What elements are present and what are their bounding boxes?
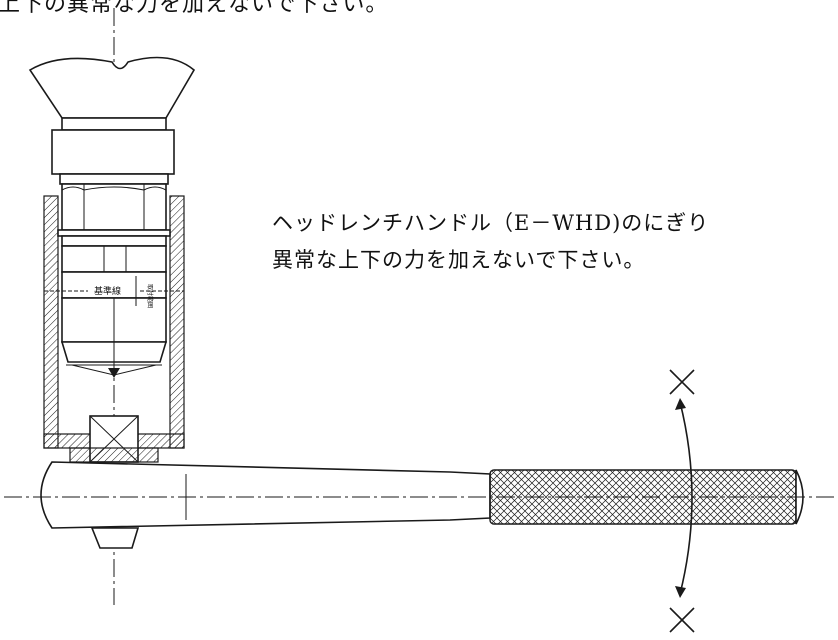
caption-line-1: ヘッドレンチハンドル（E－WHD)のにぎり: [272, 211, 710, 235]
double-arrow-icon: [675, 398, 693, 598]
hex-nut: [61, 183, 167, 231]
upper-cross-mark-icon: [669, 369, 695, 395]
socket-body: [43, 195, 185, 449]
square-drive: [69, 415, 159, 463]
side-range-label: 取付範囲: [146, 284, 154, 308]
top-cup: [28, 56, 196, 185]
ratchet-handle: [40, 461, 804, 549]
lower-cross-mark-icon: [669, 607, 695, 633]
reference-line-label: 基準線: [94, 285, 121, 297]
reference-line-marker: 基準線 取付範囲: [44, 276, 184, 308]
caption-line-2: 異常な上下の力を加えないで下さい。: [272, 248, 646, 272]
top-warning-note: 上下の異常な力を加えないで下さい。: [0, 0, 389, 17]
